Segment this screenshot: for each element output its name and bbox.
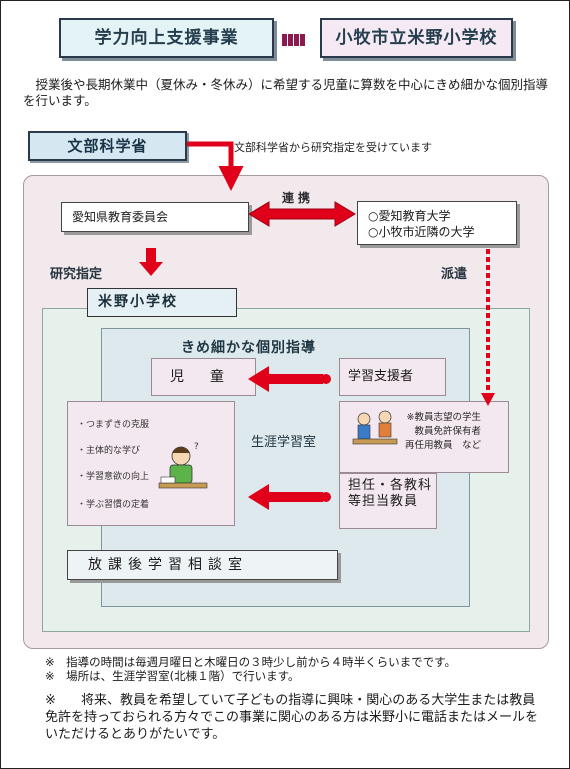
goal-item: ・学ぶ習慣の定着 [77,500,150,510]
teachers-box: 担任・各教科等担当教員 [339,473,437,529]
research-designation-label: 研究指定 [50,267,103,282]
goal-item: ・学習意欲の向上 [77,472,150,482]
helper-note: ※教員志望の学生 教員免許保有者 再任用教員 など [405,412,482,451]
prefecture-board-box: 愛知県教育委員会 [61,202,249,232]
note-request: ※将来、教員を希望していて子どもの指導に興味・関心のある大学生または教員免許を持… [45,693,538,742]
goal-item: ・つまずきの克服 [77,420,150,430]
school-name-title: 小牧市立米野小学校 [320,18,513,58]
universities-box: ○愛知教育大学 ○小牧市近隣の大学 [357,201,517,245]
mext-box: 文部科学省 [28,131,187,161]
project-title: 学力向上支援事業 [59,18,274,58]
title-connector [282,31,310,46]
children-goals-box [67,401,235,526]
school-title: 米野小学校 [87,288,237,317]
university-item: ○小牧市近隣の大学 [368,225,475,239]
dispatch-label: 派遣 [441,267,468,282]
lifelong-room-label: 生涯学習室 [251,435,317,450]
goal-item: ・主体的な学び [77,446,141,456]
university-item: ○愛知教育大学 [368,209,451,223]
children-label-box: 児 童 [151,358,256,396]
note-place: ※ 場所は、生涯学習室(北棟１階）で行います。 [45,669,300,683]
program-title: きめ細かな個別指導 [181,340,316,356]
after-school-room-box: 放課後学習相談室 [67,550,338,580]
intro-text: 授業後や長期休業中（夏休み・冬休み）に希望する児童に算数を中心にきめ細かな個別指… [23,77,549,108]
note-time: ※ 指導の時間は毎週月曜日と木曜日の３時少し前から４時半くらいまでです。 [45,655,456,669]
cooperation-label: 連携 [282,191,315,205]
mext-note: 文部科学省から研究指定を受けています [234,141,432,154]
learning-supporter-box: 学習支援者 [339,358,446,396]
